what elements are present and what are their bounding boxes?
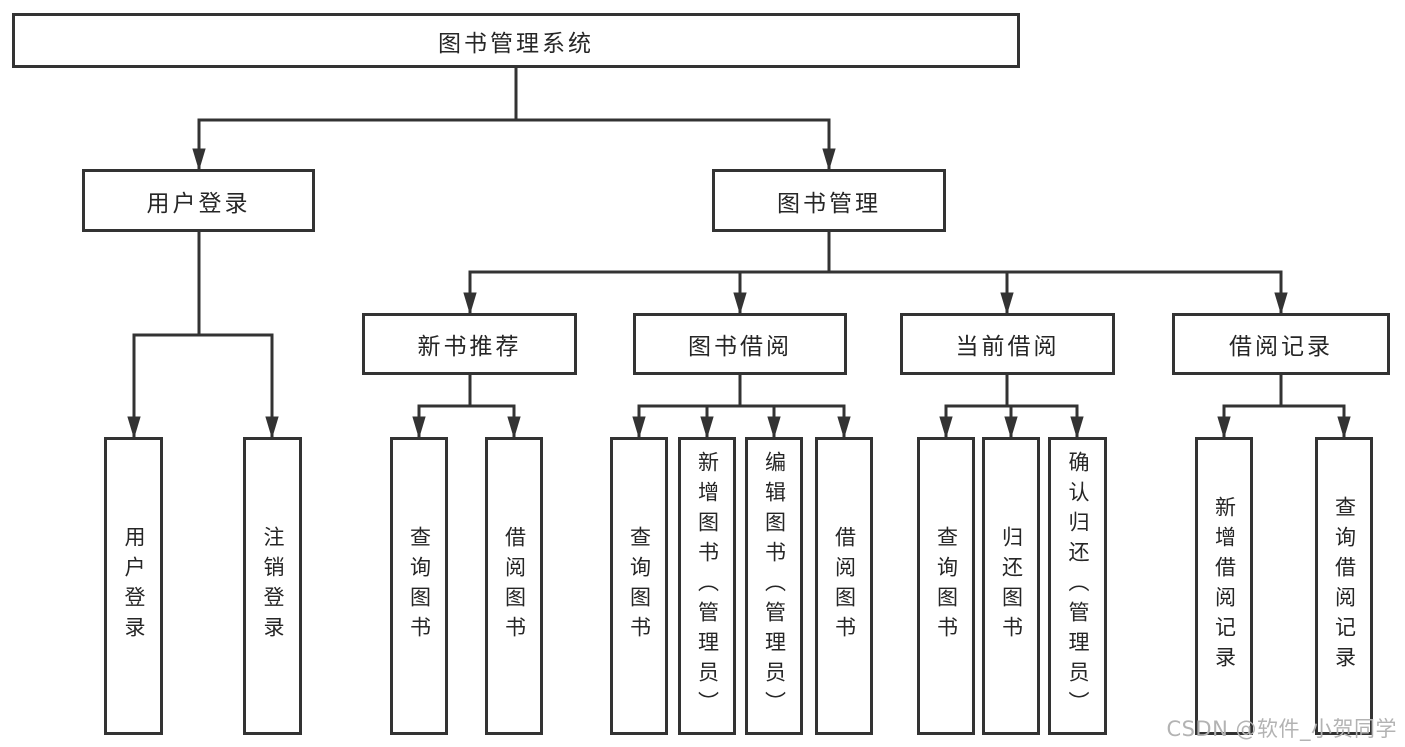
- leaf-query-books-current: 查询图书: [917, 437, 975, 735]
- leaf-edit-book-admin: 编辑图书（管理员）: [745, 437, 803, 735]
- node-label: 查询图书: [934, 526, 959, 646]
- node-label: 当前借阅: [955, 334, 1060, 360]
- leaf-query-borrow-record: 查询借阅记录: [1315, 437, 1373, 735]
- leaf-logout-login: 注销登录: [243, 437, 302, 735]
- leaf-add-book-admin: 新增图书（管理员）: [678, 437, 736, 735]
- node-label: 确认归还（管理员）: [1066, 451, 1090, 721]
- node-label: 图书管理: [777, 190, 881, 217]
- branch-book-management: [470, 230, 1281, 315]
- node-label: 注销登录: [261, 526, 285, 646]
- node-label: 新书推荐: [417, 334, 522, 360]
- node-label: 编辑图书（管理员）: [762, 451, 787, 721]
- csdn-watermark: CSDN @软件_小贺同学: [1166, 717, 1397, 741]
- node-borrow-records: 借阅记录: [1172, 313, 1390, 375]
- branch-root: [199, 66, 829, 171]
- node-label: 借阅图书: [502, 526, 527, 646]
- leaf-confirm-return-admin: 确认归还（管理员）: [1048, 437, 1107, 735]
- node-label: 图书借阅: [688, 334, 792, 360]
- leaf-borrow-books-recommend: 借阅图书: [485, 437, 543, 735]
- branch-user-login: [134, 230, 272, 439]
- node-label: 归还图书: [999, 526, 1024, 646]
- leaf-return-book: 归还图书: [982, 437, 1040, 735]
- node-user-login: 用户登录: [82, 169, 315, 232]
- node-label: 查询借阅记录: [1332, 496, 1357, 676]
- leaf-query-books-recommend: 查询图书: [390, 437, 448, 735]
- node-label: 借阅记录: [1229, 334, 1333, 360]
- node-label: 用户登录: [122, 526, 146, 646]
- leaf-user-login: 用户登录: [104, 437, 163, 735]
- node-label: 查询图书: [407, 526, 432, 646]
- node-label: 新增图书（管理员）: [695, 451, 720, 721]
- node-label: 新增借阅记录: [1212, 496, 1237, 676]
- node-current-borrow: 当前借阅: [900, 313, 1115, 375]
- leaf-query-books-borrow: 查询图书: [610, 437, 668, 735]
- branch-new-book-recommend: [419, 373, 514, 439]
- leaf-add-borrow-record: 新增借阅记录: [1195, 437, 1253, 735]
- branch-borrow-records: [1224, 373, 1344, 439]
- node-new-book-recommend: 新书推荐: [362, 313, 577, 375]
- node-book-borrow: 图书借阅: [633, 313, 847, 375]
- node-book-management: 图书管理: [712, 169, 946, 232]
- node-label: 查询图书: [627, 526, 652, 646]
- node-label: 图书管理系统: [438, 30, 594, 57]
- node-library-management-system: 图书管理系统: [12, 13, 1020, 68]
- node-label: 借阅图书: [832, 526, 857, 646]
- node-label: 用户登录: [146, 190, 251, 217]
- branch-current-borrow: [946, 373, 1077, 439]
- branch-book-borrow: [639, 373, 844, 439]
- leaf-borrow-books: 借阅图书: [815, 437, 873, 735]
